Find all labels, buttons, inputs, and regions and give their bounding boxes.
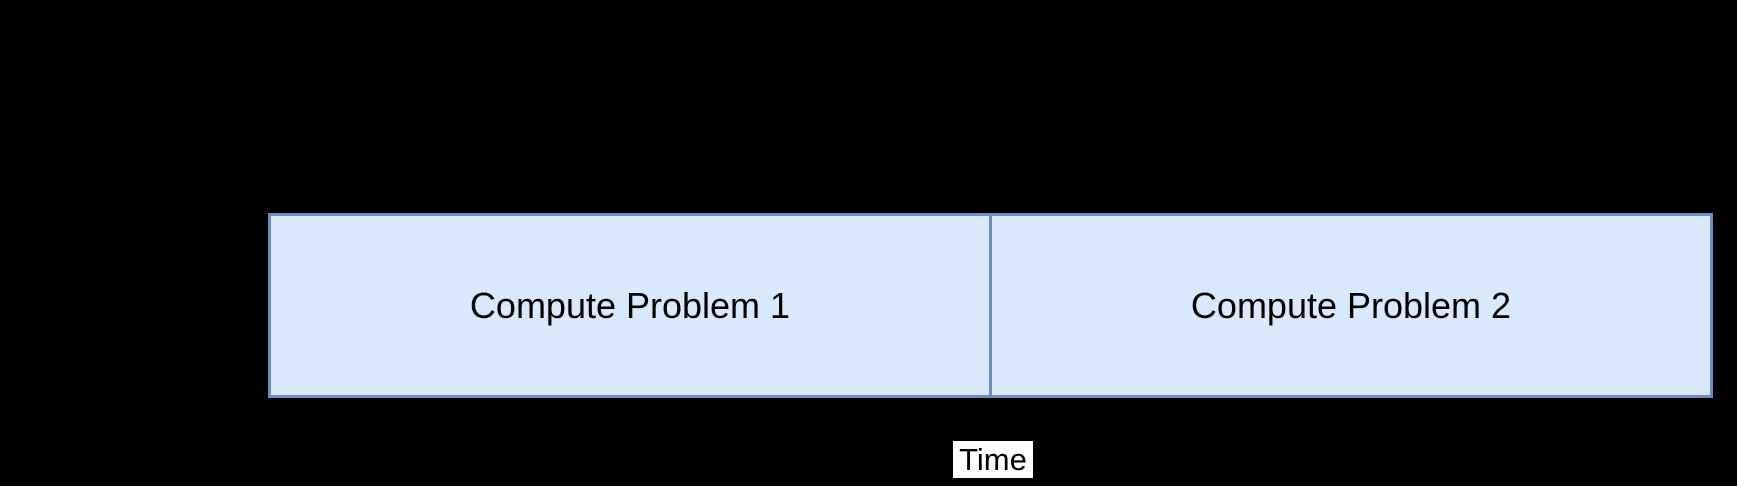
time-axis-label: Time (953, 441, 1033, 478)
compute-problem-1-label: Compute Problem 1 (469, 284, 791, 326)
compute-problem-2-label: Compute Problem 2 (1190, 284, 1512, 326)
compute-problem-2-block: Compute Problem 2 (989, 216, 1710, 395)
compute-problem-1-block: Compute Problem 1 (271, 216, 989, 395)
timeline-block-row: Compute Problem 1 Compute Problem 2 (268, 213, 1713, 398)
